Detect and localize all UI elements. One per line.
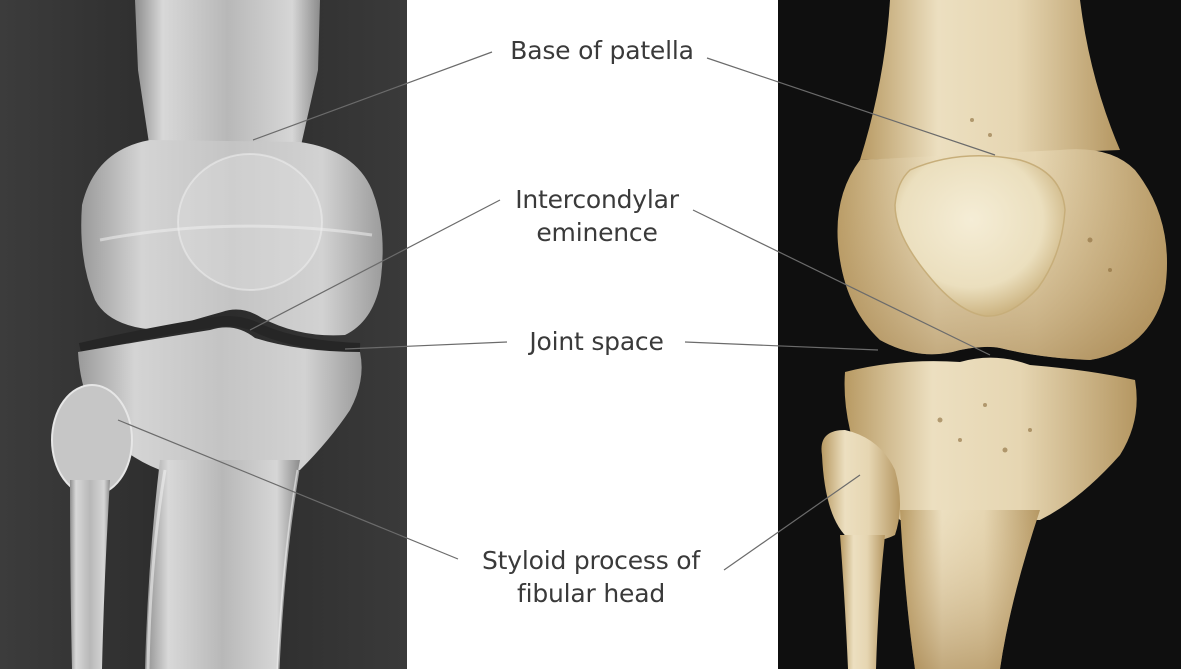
- label-joint-space: Joint space: [509, 325, 684, 358]
- label-intercondylar-line2: eminence: [497, 216, 697, 249]
- label-intercondylar-eminence: Intercondylar eminence: [497, 183, 697, 249]
- label-base-of-patella: Base of patella: [497, 34, 707, 67]
- label-styloid-line2: fibular head: [452, 577, 730, 610]
- label-styloid-line1: Styloid process of: [452, 544, 730, 577]
- xray-panel: [0, 0, 407, 669]
- label-intercondylar-line1: Intercondylar: [497, 183, 697, 216]
- bone-model-panel: [778, 0, 1181, 669]
- label-styloid-process: Styloid process of fibular head: [452, 544, 730, 610]
